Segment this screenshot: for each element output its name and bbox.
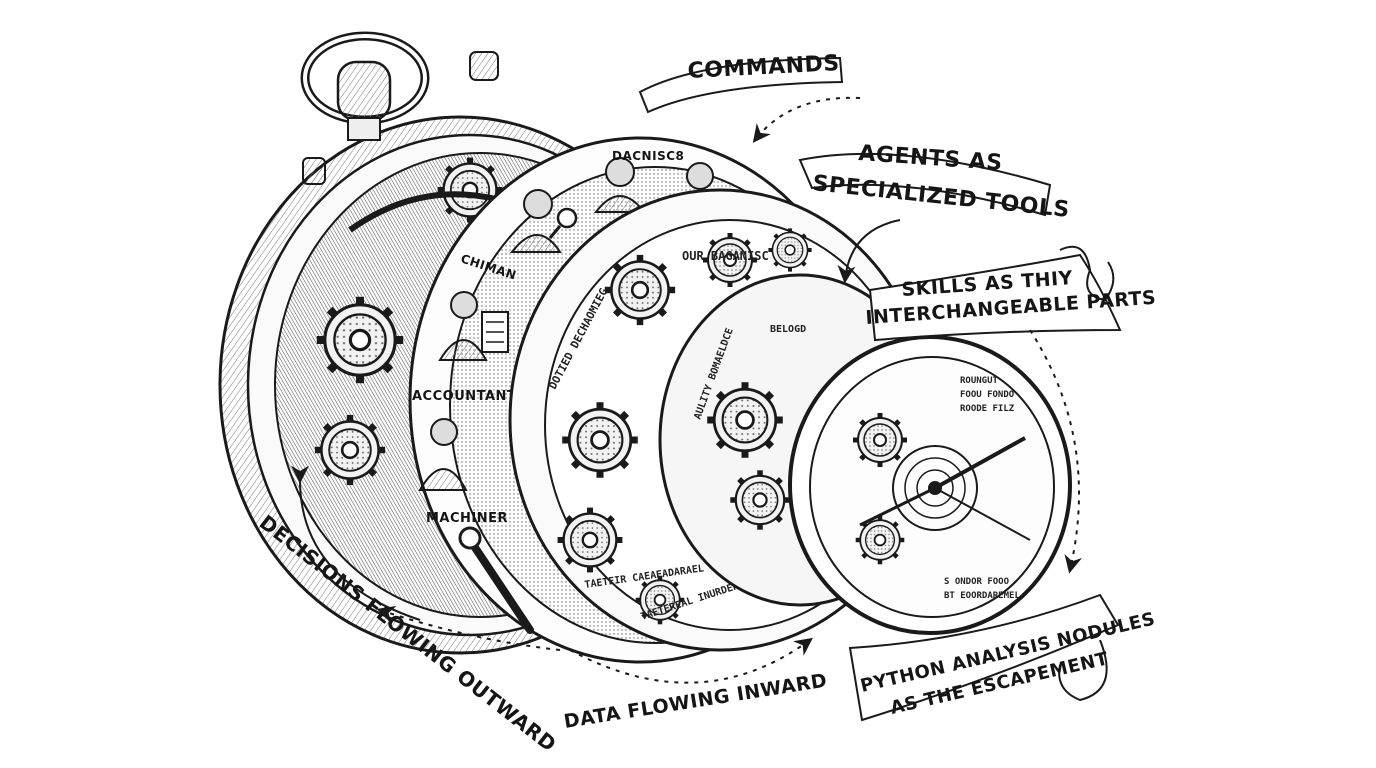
agent-figure-machiner xyxy=(418,418,468,491)
skills-label-top: OUR BAGANISC xyxy=(682,249,769,263)
agent-figure-accountant xyxy=(438,291,509,361)
gear-icon xyxy=(853,413,907,467)
python-label-top: BELOGD xyxy=(770,324,806,335)
gear-icon xyxy=(730,470,789,529)
agents-arrow xyxy=(837,219,901,284)
dial-text-4: S ONDOR FOOO xyxy=(944,577,1010,587)
gear-icon xyxy=(562,402,638,478)
agent-label-machiner: MACHINER xyxy=(426,511,508,526)
skills-arrow xyxy=(1029,329,1083,574)
gear-icon xyxy=(558,508,623,573)
gear-icon xyxy=(317,297,403,383)
agent-label-dacnisc: DACNISC8 xyxy=(612,149,684,163)
wrench-icon xyxy=(458,526,534,634)
dial-text-3: ROODE FILZ xyxy=(960,404,1015,414)
skills-banner: SKILLS AS THIY INTERCHANGEABLE PARTS xyxy=(865,245,1157,342)
decisions-arrow-2 xyxy=(376,606,561,651)
dial-text-5: BT EOORDAREMEL xyxy=(944,591,1020,601)
agent-label-accountant: ACCOUNTANT xyxy=(412,389,516,404)
dial-text-1: ROUNGUT xyxy=(960,376,999,386)
magnifier-icon xyxy=(548,207,578,239)
data-label: DATA FLOWING INWARD xyxy=(562,670,828,733)
dial-text-2: FOOU FONDO xyxy=(960,390,1015,400)
agents-banner: AGENTS AS SPECIALIZED TOOLS xyxy=(798,141,1071,223)
gear-icon xyxy=(605,255,675,325)
commands-arrow xyxy=(752,96,861,143)
data-arrow xyxy=(569,637,813,684)
escapement-dial: ROUNGUT FOOU FONDO ROODE FILZ S ONDOR FO… xyxy=(788,335,1072,635)
gear-icon xyxy=(707,382,783,458)
abacus-icon xyxy=(481,311,509,353)
agent-figure-chiman xyxy=(509,189,578,253)
gear-icon xyxy=(768,228,811,271)
watch-crown-icon xyxy=(300,31,499,185)
gear-icon xyxy=(315,415,385,485)
commands-banner: COMMANDS xyxy=(638,51,844,114)
